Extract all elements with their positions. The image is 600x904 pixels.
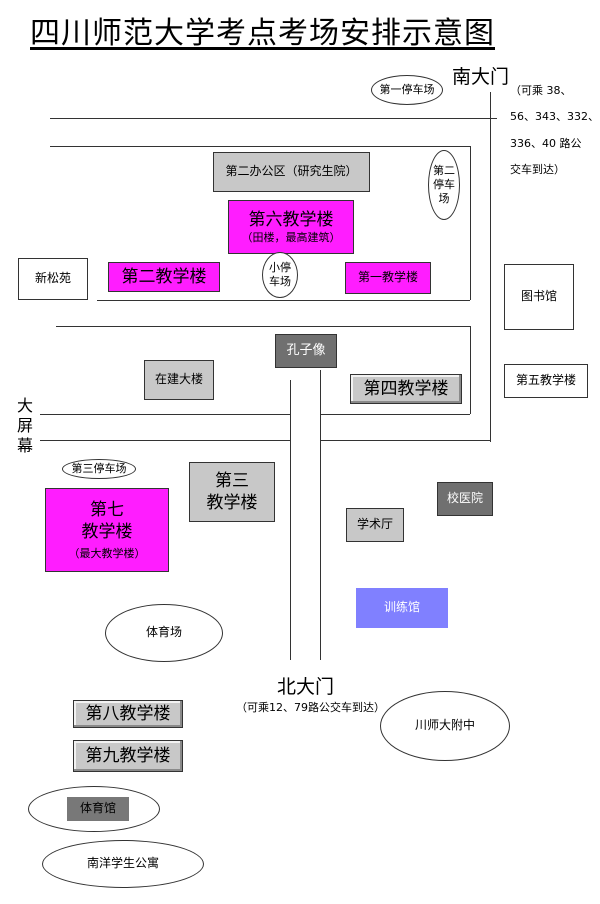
road-north-lower: [50, 146, 470, 147]
building-7-label-2: 教学楼: [81, 521, 133, 542]
road-west-a: [40, 414, 290, 415]
building-5-label: 第五教学楼: [515, 373, 576, 388]
small-parking-lot: 小停车场: [262, 252, 298, 298]
parking-lot-3-label: 第三停车场: [71, 461, 127, 475]
road-east-outer: [490, 92, 491, 442]
building-4-label: 第四教学楼: [363, 378, 449, 399]
xinsongyuan-label: 新松苑: [34, 271, 71, 286]
road-west-b: [40, 440, 290, 441]
academic-hall: 学术厅: [346, 508, 404, 542]
parking-lot-2-label: 第二停车场: [433, 163, 455, 206]
building-under-construction-label: 在建大楼: [154, 372, 203, 387]
south-gate-label: 南大门: [452, 66, 510, 88]
office-area-2-label: 第二办公区（研究生院）: [225, 164, 358, 179]
small-parking-lot-label: 小停车场: [269, 260, 291, 288]
building-9-label: 第九教学楼: [85, 745, 171, 766]
building-5: 第五教学楼: [504, 364, 588, 398]
road-east-mid: [470, 326, 471, 414]
building-6: 第六教学楼 （田楼，最高建筑）: [228, 200, 354, 254]
building-4: 第四教学楼: [350, 374, 462, 404]
stadium-label: 体育场: [145, 625, 182, 640]
big-screen-text: 大屏幕: [17, 396, 34, 455]
north-gate-bus-info: （可乘12、79路公交车到达）: [236, 701, 385, 714]
building-1-label: 第一教学楼: [357, 270, 418, 285]
parking-lot-1: 第一停车场: [371, 75, 443, 105]
building-7: 第七 教学楼 （最大教学楼）: [45, 488, 169, 572]
library: 图书馆: [504, 264, 574, 330]
stadium: 体育场: [105, 604, 223, 662]
south-bus-line-3: 336、40 路公: [510, 136, 582, 150]
building-3-label-1: 第三: [215, 470, 249, 491]
south-bus-line-2: 56、343、332、: [510, 110, 599, 124]
building-1: 第一教学楼: [345, 262, 431, 294]
confucius-statue-label: 孔子像: [286, 342, 326, 358]
library-label: 图书馆: [520, 289, 557, 304]
road-east-a: [320, 414, 470, 415]
training-hall: 训练馆: [356, 588, 448, 628]
affiliated-middle-school-label: 川师大附中: [414, 718, 475, 733]
road-east-inner: [470, 146, 471, 300]
road-east-b: [320, 440, 490, 441]
building-8-label: 第八教学楼: [85, 703, 171, 724]
building-8: 第八教学楼: [73, 700, 183, 728]
building-6-label: 第六教学楼: [248, 209, 334, 230]
building-under-construction: 在建大楼: [144, 360, 214, 400]
parking-lot-1-label: 第一停车场: [379, 82, 435, 96]
building-6-note: （田楼，最高建筑）: [241, 230, 341, 244]
page-title: 四川师范大学考点考场安排示意图: [30, 16, 495, 51]
big-screen-label: 大屏幕: [17, 396, 35, 456]
gymnasium: 体育馆: [28, 786, 160, 832]
north-gate-label: 北大门: [277, 676, 335, 698]
road-mid-b: [56, 326, 470, 327]
training-hall-label: 训练馆: [383, 600, 420, 615]
road-central-east: [320, 370, 321, 660]
confucius-statue: 孔子像: [275, 334, 337, 368]
south-bus-line-4: 交车到达）: [510, 163, 565, 177]
gymnasium-label: 体育馆: [79, 801, 116, 816]
affiliated-middle-school: 川师大附中: [380, 691, 510, 761]
xinsongyuan: 新松苑: [18, 258, 88, 300]
building-9: 第九教学楼: [73, 740, 183, 772]
parking-lot-3: 第三停车场: [62, 459, 136, 479]
building-2: 第二教学楼: [108, 262, 220, 292]
building-7-note: （最大教学楼）: [68, 546, 146, 560]
nanyang-dormitory-label: 南洋学生公寓: [86, 856, 159, 871]
school-clinic-label: 校医院: [446, 491, 483, 506]
road-central-west: [290, 380, 291, 660]
academic-hall-label: 学术厅: [356, 517, 393, 532]
nanyang-dormitory: 南洋学生公寓: [42, 840, 204, 888]
office-area-2: 第二办公区（研究生院）: [213, 152, 370, 192]
road-north-upper: [50, 118, 497, 119]
building-2-label: 第二教学楼: [121, 266, 207, 287]
building-7-label-1: 第七: [90, 499, 124, 520]
south-gate-bus-info: （可乘 38、 56、343、332、 336、40 路公 交车到达）: [510, 78, 599, 184]
building-3: 第三 教学楼: [189, 462, 275, 522]
parking-lot-2: 第二停车场: [428, 150, 460, 220]
building-3-label-2: 教学楼: [206, 493, 258, 513]
gymnasium-box: 体育馆: [67, 797, 129, 821]
road-mid-a: [97, 300, 470, 301]
school-clinic: 校医院: [437, 482, 493, 516]
south-bus-line-1: （可乘 38、: [510, 84, 572, 97]
